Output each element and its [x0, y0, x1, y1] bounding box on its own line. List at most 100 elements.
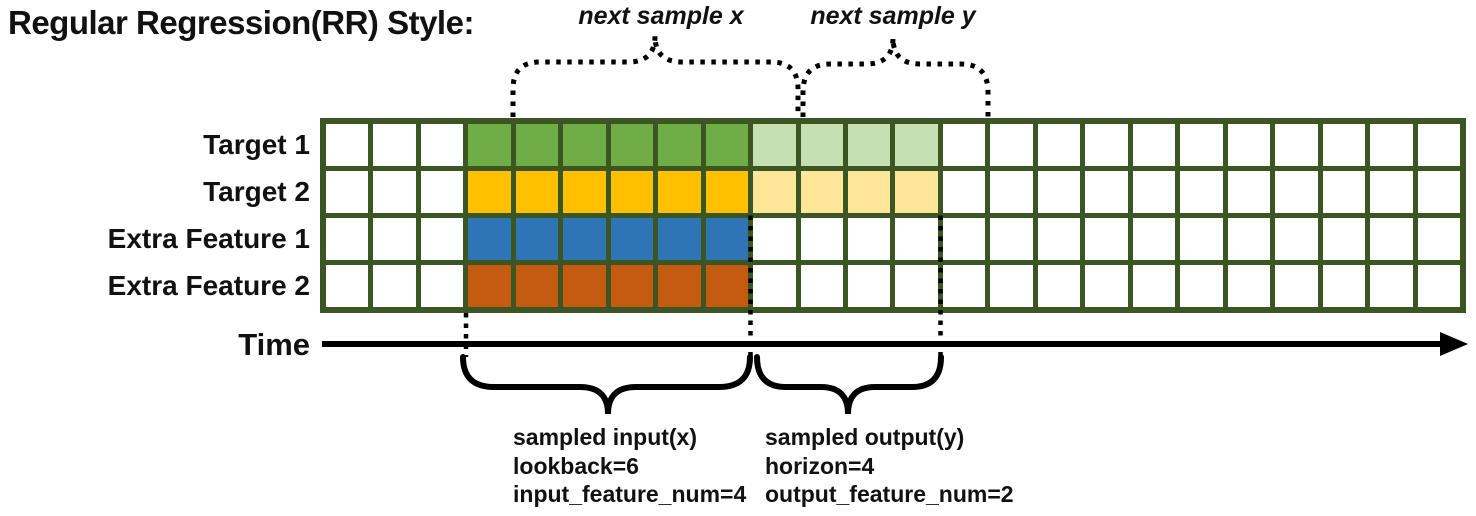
- sampled-output-caption: sampled output(y) horizon=4 output_featu…: [765, 423, 1014, 509]
- grid-cell: [326, 171, 369, 213]
- grid-cell: [1275, 171, 1318, 213]
- grid-cell: [895, 218, 938, 260]
- sampled-output-title: sampled output(y): [765, 424, 965, 450]
- grid-cell: [1180, 171, 1223, 213]
- grid-cell: [326, 265, 369, 307]
- sampled-input-caption: sampled input(x) lookback=6 input_featur…: [513, 423, 746, 509]
- grid-cell: [848, 218, 891, 260]
- grid-cell: [326, 124, 369, 166]
- grid-cell: [420, 124, 464, 166]
- page-title: Regular Regression(RR) Style:: [8, 4, 474, 41]
- grid-cell: [515, 171, 559, 213]
- grid-cell: [1370, 265, 1413, 307]
- grid-cell: [1132, 265, 1176, 307]
- grid-cell: [942, 218, 986, 260]
- grid-cell: [326, 218, 369, 260]
- grid-cell: [1227, 218, 1271, 260]
- grid-cell: [895, 265, 938, 307]
- grid-cell: [1370, 171, 1413, 213]
- grid-cell: [515, 265, 559, 307]
- grid-cell: [1180, 218, 1223, 260]
- grid-cell: [1322, 218, 1366, 260]
- grid-cell: [705, 265, 749, 307]
- row-label-extra-feature-1: Extra Feature 1: [107, 223, 310, 254]
- grid-cell: [1275, 265, 1318, 307]
- grid-cell: [990, 124, 1033, 166]
- grid-cell: [1275, 124, 1318, 166]
- grid-cell: [1085, 171, 1128, 213]
- grid-cell: [468, 265, 511, 307]
- grid-cell: [800, 124, 844, 166]
- grid-cell: [1085, 218, 1128, 260]
- grid-cell: [563, 218, 606, 260]
- grid-cell: [563, 265, 606, 307]
- grid-cell: [1227, 171, 1271, 213]
- grid-cell: [1275, 218, 1318, 260]
- grid-cell: [942, 171, 986, 213]
- grid-cell: [1180, 265, 1223, 307]
- grid-cell: [848, 265, 891, 307]
- grid-cell: [1132, 218, 1176, 260]
- grid-cell: [1370, 124, 1413, 166]
- grid-cell: [468, 124, 511, 166]
- grid-cell: [990, 265, 1033, 307]
- grid-cell: [610, 171, 654, 213]
- grid-cell: [1132, 124, 1176, 166]
- grid-cell: [658, 265, 701, 307]
- sampled-input-title: sampled input(x): [513, 424, 698, 450]
- grid-cell: [1322, 124, 1366, 166]
- grid-cell: [658, 171, 701, 213]
- grid-cell: [610, 124, 654, 166]
- grid-cell: [800, 171, 844, 213]
- grid-cell: [468, 218, 511, 260]
- grid-cell: [1132, 171, 1176, 213]
- grid-cell: [942, 124, 986, 166]
- grid-cell: [1322, 265, 1366, 307]
- grid-cell: [848, 124, 891, 166]
- grid-cell: [895, 171, 938, 213]
- grid-cell: [610, 265, 654, 307]
- grid-cell: [373, 124, 416, 166]
- lookback-value: lookback=6: [513, 452, 639, 479]
- grid-cell: [1037, 265, 1081, 307]
- grid-cell: [610, 218, 654, 260]
- grid-cell: [420, 265, 464, 307]
- grid-cell: [753, 124, 796, 166]
- grid-cell: [468, 171, 511, 213]
- grid-cell: [563, 124, 606, 166]
- grid-cell: [373, 171, 416, 213]
- sampled-output-brace: [754, 354, 944, 415]
- row-label-target-1: Target 1: [203, 129, 310, 160]
- grid-cell: [1037, 218, 1081, 260]
- grid-cell: [1085, 265, 1128, 307]
- next-sample-x-brace: [510, 35, 801, 117]
- horizon-value: horizon=4: [765, 452, 875, 479]
- grid-cell: [1417, 124, 1460, 166]
- grid-cell: [753, 265, 796, 307]
- grid-cell: [1227, 124, 1271, 166]
- grid-cell: [563, 171, 606, 213]
- grid-cell: [373, 218, 416, 260]
- next-sample-x-label: next sample x: [578, 2, 744, 30]
- grid-cell: [658, 218, 701, 260]
- grid-cell: [658, 124, 701, 166]
- grid-cell: [753, 171, 796, 213]
- grid-cell: [1417, 265, 1460, 307]
- output-feature-num-value: output_feature_num=2: [765, 481, 1014, 507]
- grid-cell: [848, 171, 891, 213]
- grid-cell: [753, 218, 796, 260]
- grid-cell: [800, 265, 844, 307]
- grid-cell: [705, 218, 749, 260]
- next-sample-y-label: next sample y: [810, 2, 976, 30]
- grid-cell: [800, 218, 844, 260]
- row-label-extra-feature-2: Extra Feature 2: [107, 270, 310, 301]
- grid-cell: [1227, 265, 1271, 307]
- grid-cell: [1180, 124, 1223, 166]
- grid-cell: [1037, 124, 1081, 166]
- grid-cell: [420, 171, 464, 213]
- grid-cell: [1417, 171, 1460, 213]
- grid-cell: [705, 124, 749, 166]
- grid-cell: [705, 171, 749, 213]
- grid-cell: [1370, 218, 1413, 260]
